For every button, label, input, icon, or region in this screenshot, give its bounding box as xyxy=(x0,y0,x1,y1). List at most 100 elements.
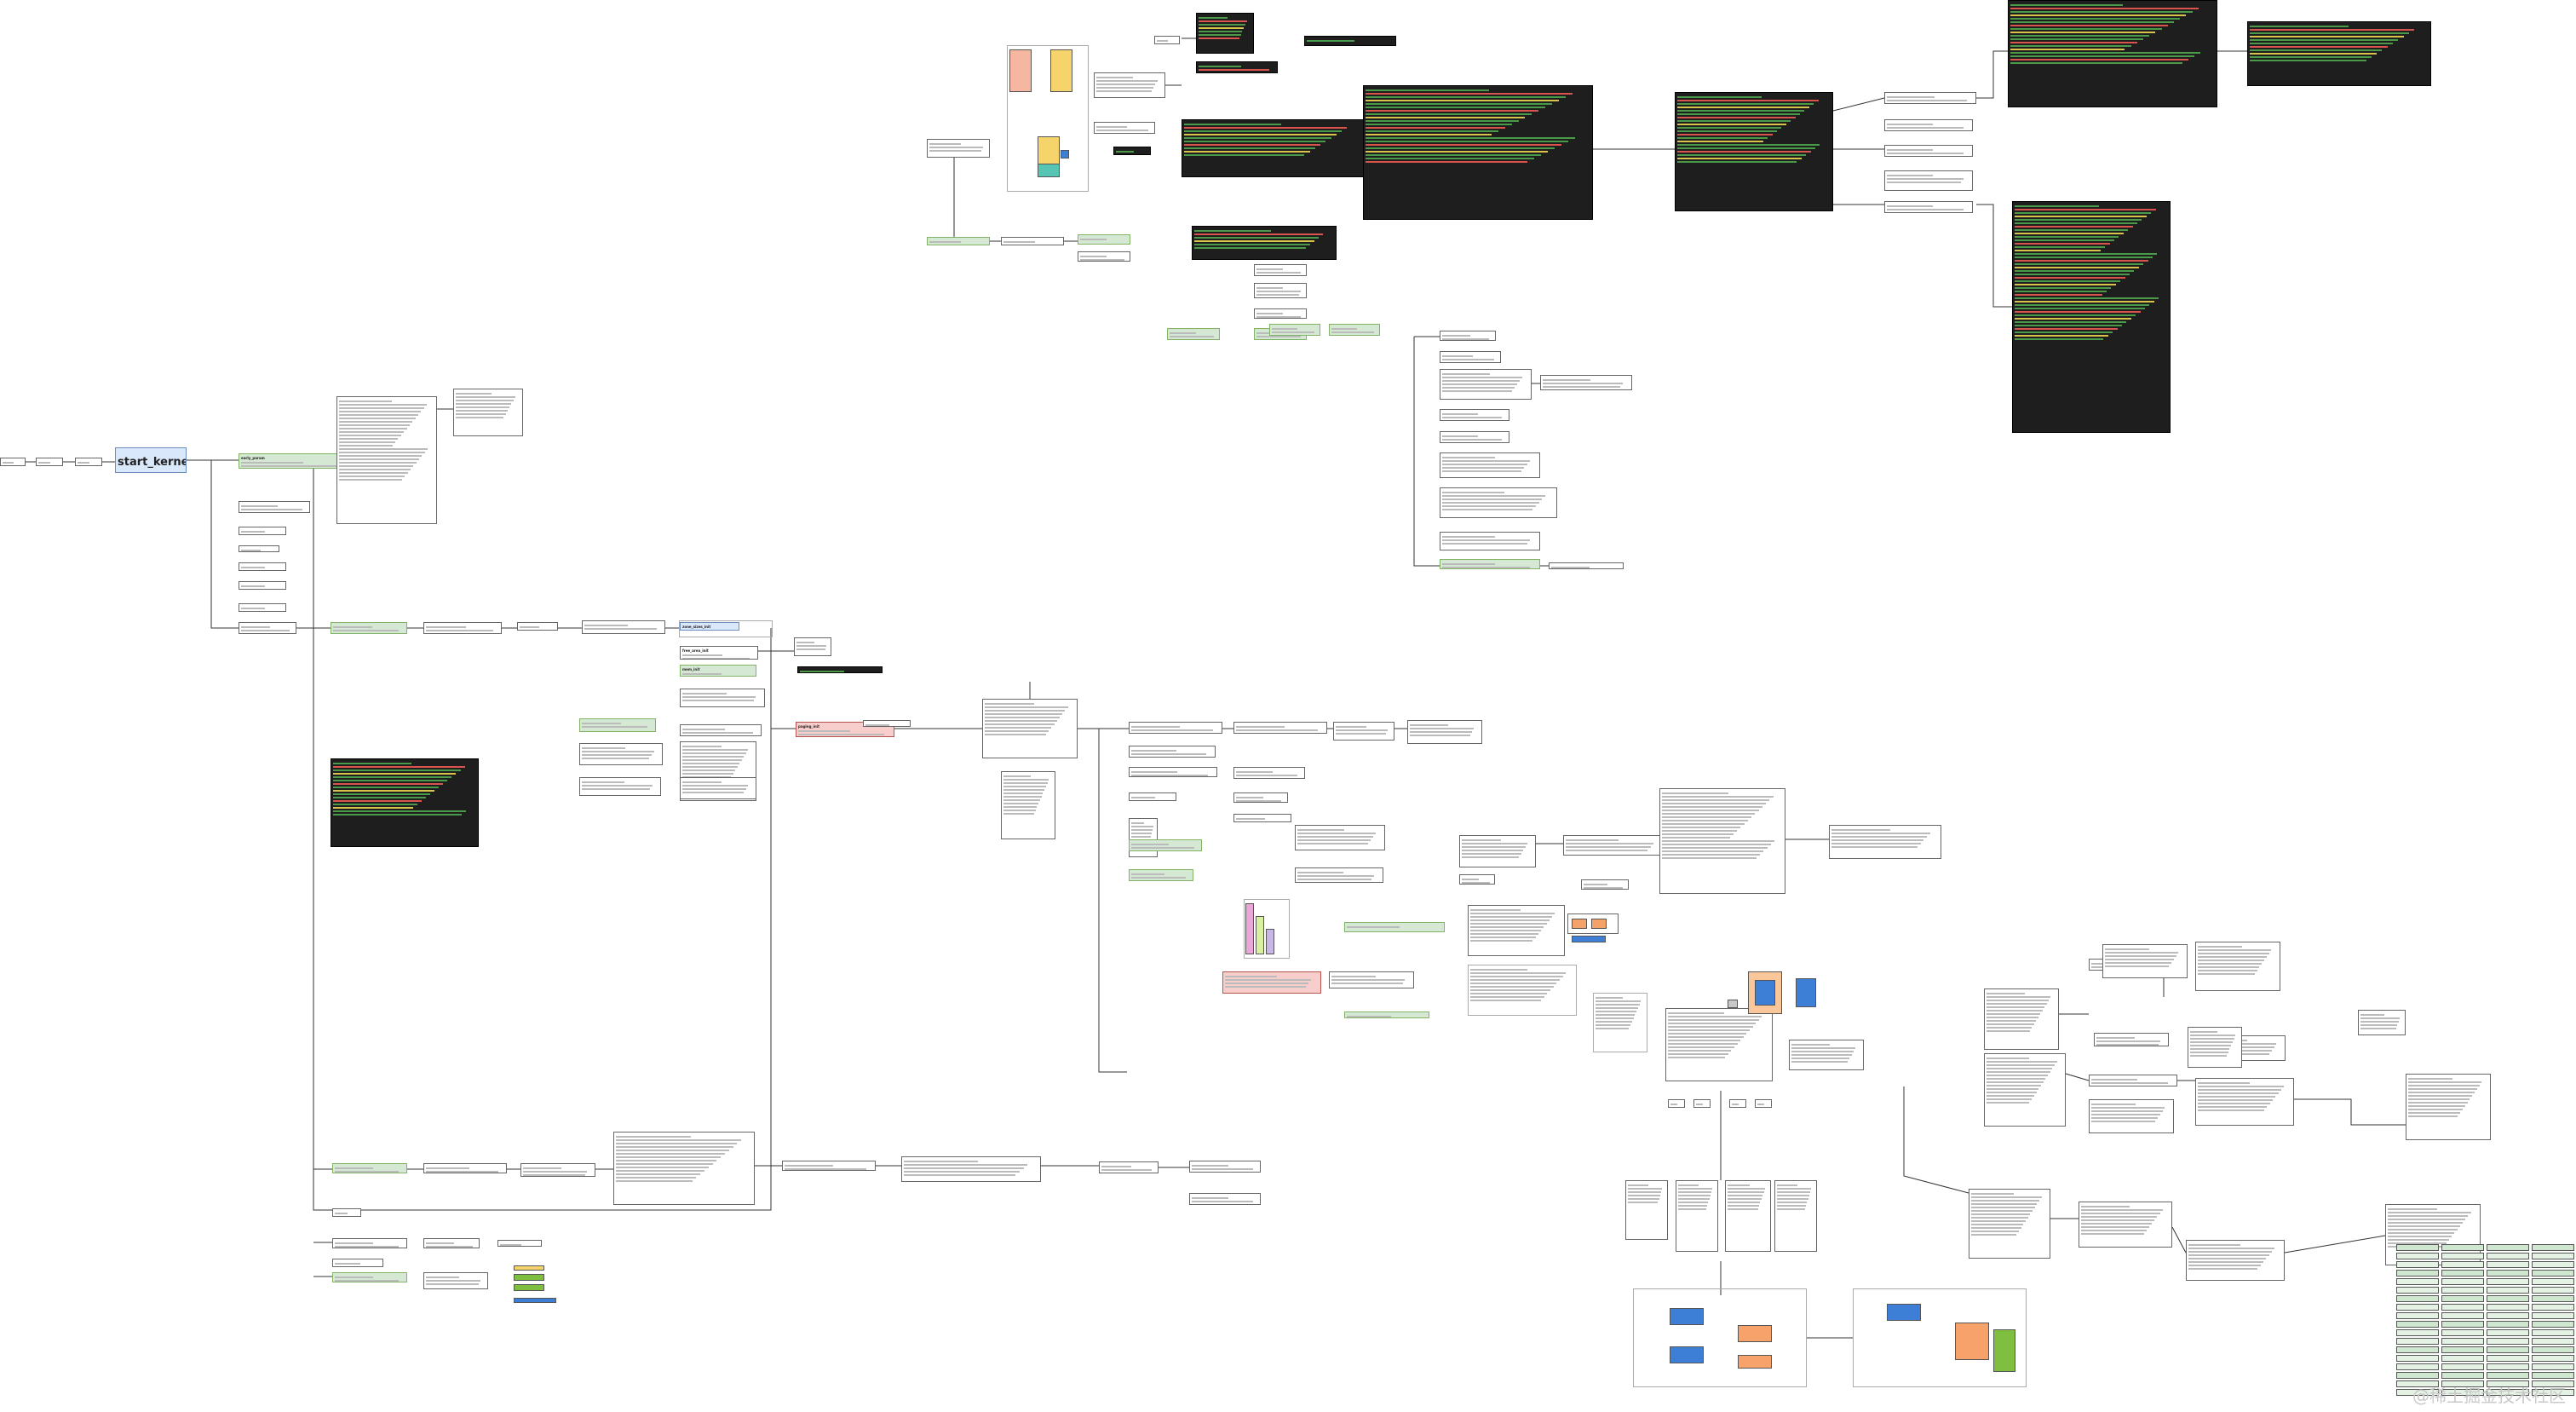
rc-14-text-line xyxy=(1971,1200,2040,1202)
dots-column-text-line xyxy=(1596,1011,1637,1012)
rc-1-text-line xyxy=(1987,1030,2030,1032)
tree-5-text-line xyxy=(1272,328,1297,330)
mini-chart-bar-2 xyxy=(1256,916,1264,954)
terminal-tall-right-text-line xyxy=(2015,328,2118,330)
rc-16-text-line xyxy=(2188,1265,2261,1266)
terminal-tall-right-text-line xyxy=(2015,277,2125,279)
rc-17-text-line xyxy=(2388,1229,2458,1230)
rc-9 xyxy=(2195,1078,2294,1126)
rc-2-text-line xyxy=(1987,1085,2041,1086)
c-list-text-line xyxy=(1131,836,1152,838)
rc-2-text-line xyxy=(1987,1071,2050,1073)
terminal-pt-text-line xyxy=(1184,127,1348,129)
mem-init-node: mem_init xyxy=(680,665,756,677)
code-listing-text-line xyxy=(1470,913,1555,914)
rc-12-text-line xyxy=(2408,1112,2461,1114)
table-cell xyxy=(2441,1389,2484,1396)
bl-13-text-line xyxy=(500,1244,522,1246)
memblock-code-box-text-line xyxy=(456,417,504,418)
tree-9-text-line xyxy=(1442,377,1522,378)
tree-11 xyxy=(1440,431,1509,443)
note-top-2 xyxy=(1884,119,1973,131)
map-list-node-text-line xyxy=(1003,810,1036,811)
terminal-big-1-text-line xyxy=(1366,89,1490,91)
state-label-4 xyxy=(1755,1099,1772,1108)
rc-17-text-line xyxy=(2388,1242,2447,1244)
pt-bar-4 xyxy=(1038,164,1060,177)
bl-10 xyxy=(332,1208,361,1217)
map-list-node-text-line xyxy=(1003,775,1031,777)
table-cell xyxy=(2441,1346,2484,1353)
terminal-tall-right-text-line xyxy=(2015,229,2129,231)
rc-6-text-line xyxy=(2091,1114,2160,1115)
c-1b-text-line xyxy=(1236,729,1318,731)
arch-item-3 xyxy=(239,545,279,552)
setup-arch-code-box-text-line xyxy=(339,455,423,457)
c-mid-f-text-line xyxy=(1566,843,1654,844)
tree-14 xyxy=(1440,532,1540,550)
table-cell xyxy=(2396,1261,2439,1268)
terminal-top-right-1-text-line xyxy=(2010,28,2162,30)
arch-item-6 xyxy=(239,603,286,612)
rc-14-text-line xyxy=(1971,1227,2021,1229)
terminal-big-2-text-line xyxy=(1677,110,1805,112)
terminal-small-text-line xyxy=(1199,24,1246,26)
c-right-big-text-line xyxy=(1662,806,1762,808)
rc-13-text-line xyxy=(2190,1055,2227,1057)
c-1c-text-line xyxy=(1336,733,1386,735)
rc-12-text-line xyxy=(2408,1095,2473,1097)
c-6-text-line xyxy=(1131,877,1187,879)
bl-6-text-line xyxy=(904,1171,1020,1173)
terminal-pt-text-line xyxy=(1184,124,1282,125)
c-mid-f xyxy=(1563,835,1664,856)
bl-4-text-line xyxy=(616,1153,725,1155)
bl-14 xyxy=(332,1259,383,1267)
terminal-big-1-text-line xyxy=(1366,154,1541,156)
tree-5-text-line xyxy=(1272,331,1314,333)
tree-10-text-line xyxy=(1442,413,1478,415)
setup-arch-code-box-text-line xyxy=(339,414,418,416)
bl-6-text-line xyxy=(904,1174,1016,1176)
map-mem-node-text-line xyxy=(985,727,1052,729)
arch-item-4-text-line xyxy=(241,567,265,568)
mid-right-note-text-line xyxy=(1791,1051,1854,1052)
terminal-big-2-text-line xyxy=(1677,147,1815,149)
rc-9-text-line xyxy=(2198,1109,2265,1111)
paging-desc-left-text-line xyxy=(582,751,654,752)
paging-code-box-text-line xyxy=(682,746,722,747)
flow-l-4 xyxy=(1738,1355,1772,1369)
rc-13-text-line xyxy=(2190,1038,2234,1040)
state-col-2-text-line xyxy=(1678,1198,1710,1200)
red-note-2 xyxy=(1222,971,1321,994)
setup-arch-node-text-line xyxy=(241,465,345,467)
state-col-3-text-line xyxy=(1728,1184,1751,1186)
map-list-node-text-line xyxy=(1003,796,1042,798)
rc-9-text-line xyxy=(2198,1086,2285,1087)
rc-1-text-line xyxy=(1987,1013,2041,1015)
paging-desc-left-2-text-line xyxy=(582,785,653,787)
setup-arch-code-box xyxy=(336,396,437,524)
rc-11-text-line xyxy=(2360,1028,2396,1029)
connector-line xyxy=(2284,1235,2386,1254)
terminal-log-left-text-line xyxy=(333,807,414,809)
c-3 xyxy=(1129,767,1217,777)
mm-sub-node-text-line xyxy=(426,626,467,628)
rc-15-text-line xyxy=(2081,1209,2163,1211)
head-node xyxy=(36,458,63,466)
terminal-log-left-text-line xyxy=(333,800,423,802)
bl-5-text-line xyxy=(785,1168,866,1170)
map-list-node xyxy=(1001,771,1055,839)
setup-arch-code-box-text-line xyxy=(339,411,422,412)
connector-line xyxy=(1903,1086,1969,1194)
c-right-big-text-line xyxy=(1662,820,1748,821)
rc-1-text-line xyxy=(1987,993,2026,994)
c-6b-text-line xyxy=(1297,829,1344,831)
note-after-red xyxy=(1329,971,1414,988)
rc-2-text-line xyxy=(1987,1068,2053,1069)
memblock-code-box-text-line xyxy=(456,406,510,408)
paging-desc-left-text-line xyxy=(582,754,652,756)
bl-4-text-line xyxy=(616,1177,697,1179)
c-mid-e-text-line xyxy=(1462,843,1528,844)
tree-15-text-line xyxy=(1442,563,1495,565)
rc-12-text-line xyxy=(2408,1115,2458,1117)
